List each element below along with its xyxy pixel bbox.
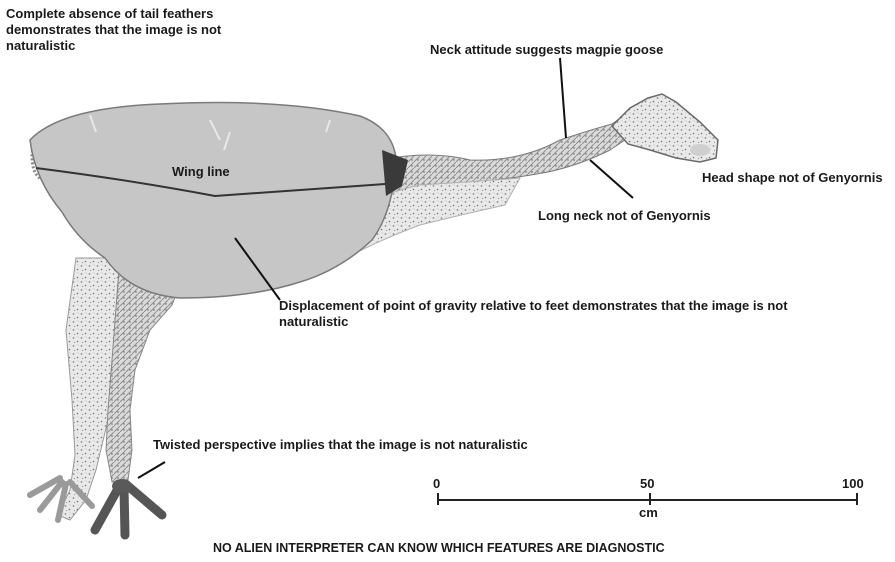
scale-tick-0: 0 (433, 476, 440, 491)
scale-bar (438, 493, 858, 505)
gravity-annotation: Displacement of point of gravity relativ… (279, 298, 819, 330)
leader-perspective (138, 462, 165, 478)
tail-annotation: Complete absence of tail feathers demons… (6, 6, 291, 54)
wing-line-annotation: Wing line (172, 164, 230, 180)
scale-unit: cm (639, 505, 658, 520)
figure-caption: NO ALIEN INTERPRETER CAN KNOW WHICH FEAT… (213, 540, 665, 556)
scale-tick-100: 100 (842, 476, 864, 491)
leader-neck-attitude (560, 58, 566, 138)
neck-attitude-annotation: Neck attitude suggests magpie goose (430, 42, 663, 58)
head-shape-annotation: Head shape not of Genyornis (702, 170, 883, 186)
long-neck-annotation: Long neck not of Genyornis (538, 208, 711, 224)
perspective-annotation: Twisted perspective implies that the ima… (153, 437, 528, 453)
scale-tick-50: 50 (640, 476, 654, 491)
leader-long-neck (590, 160, 633, 198)
bird-feet (30, 478, 162, 535)
